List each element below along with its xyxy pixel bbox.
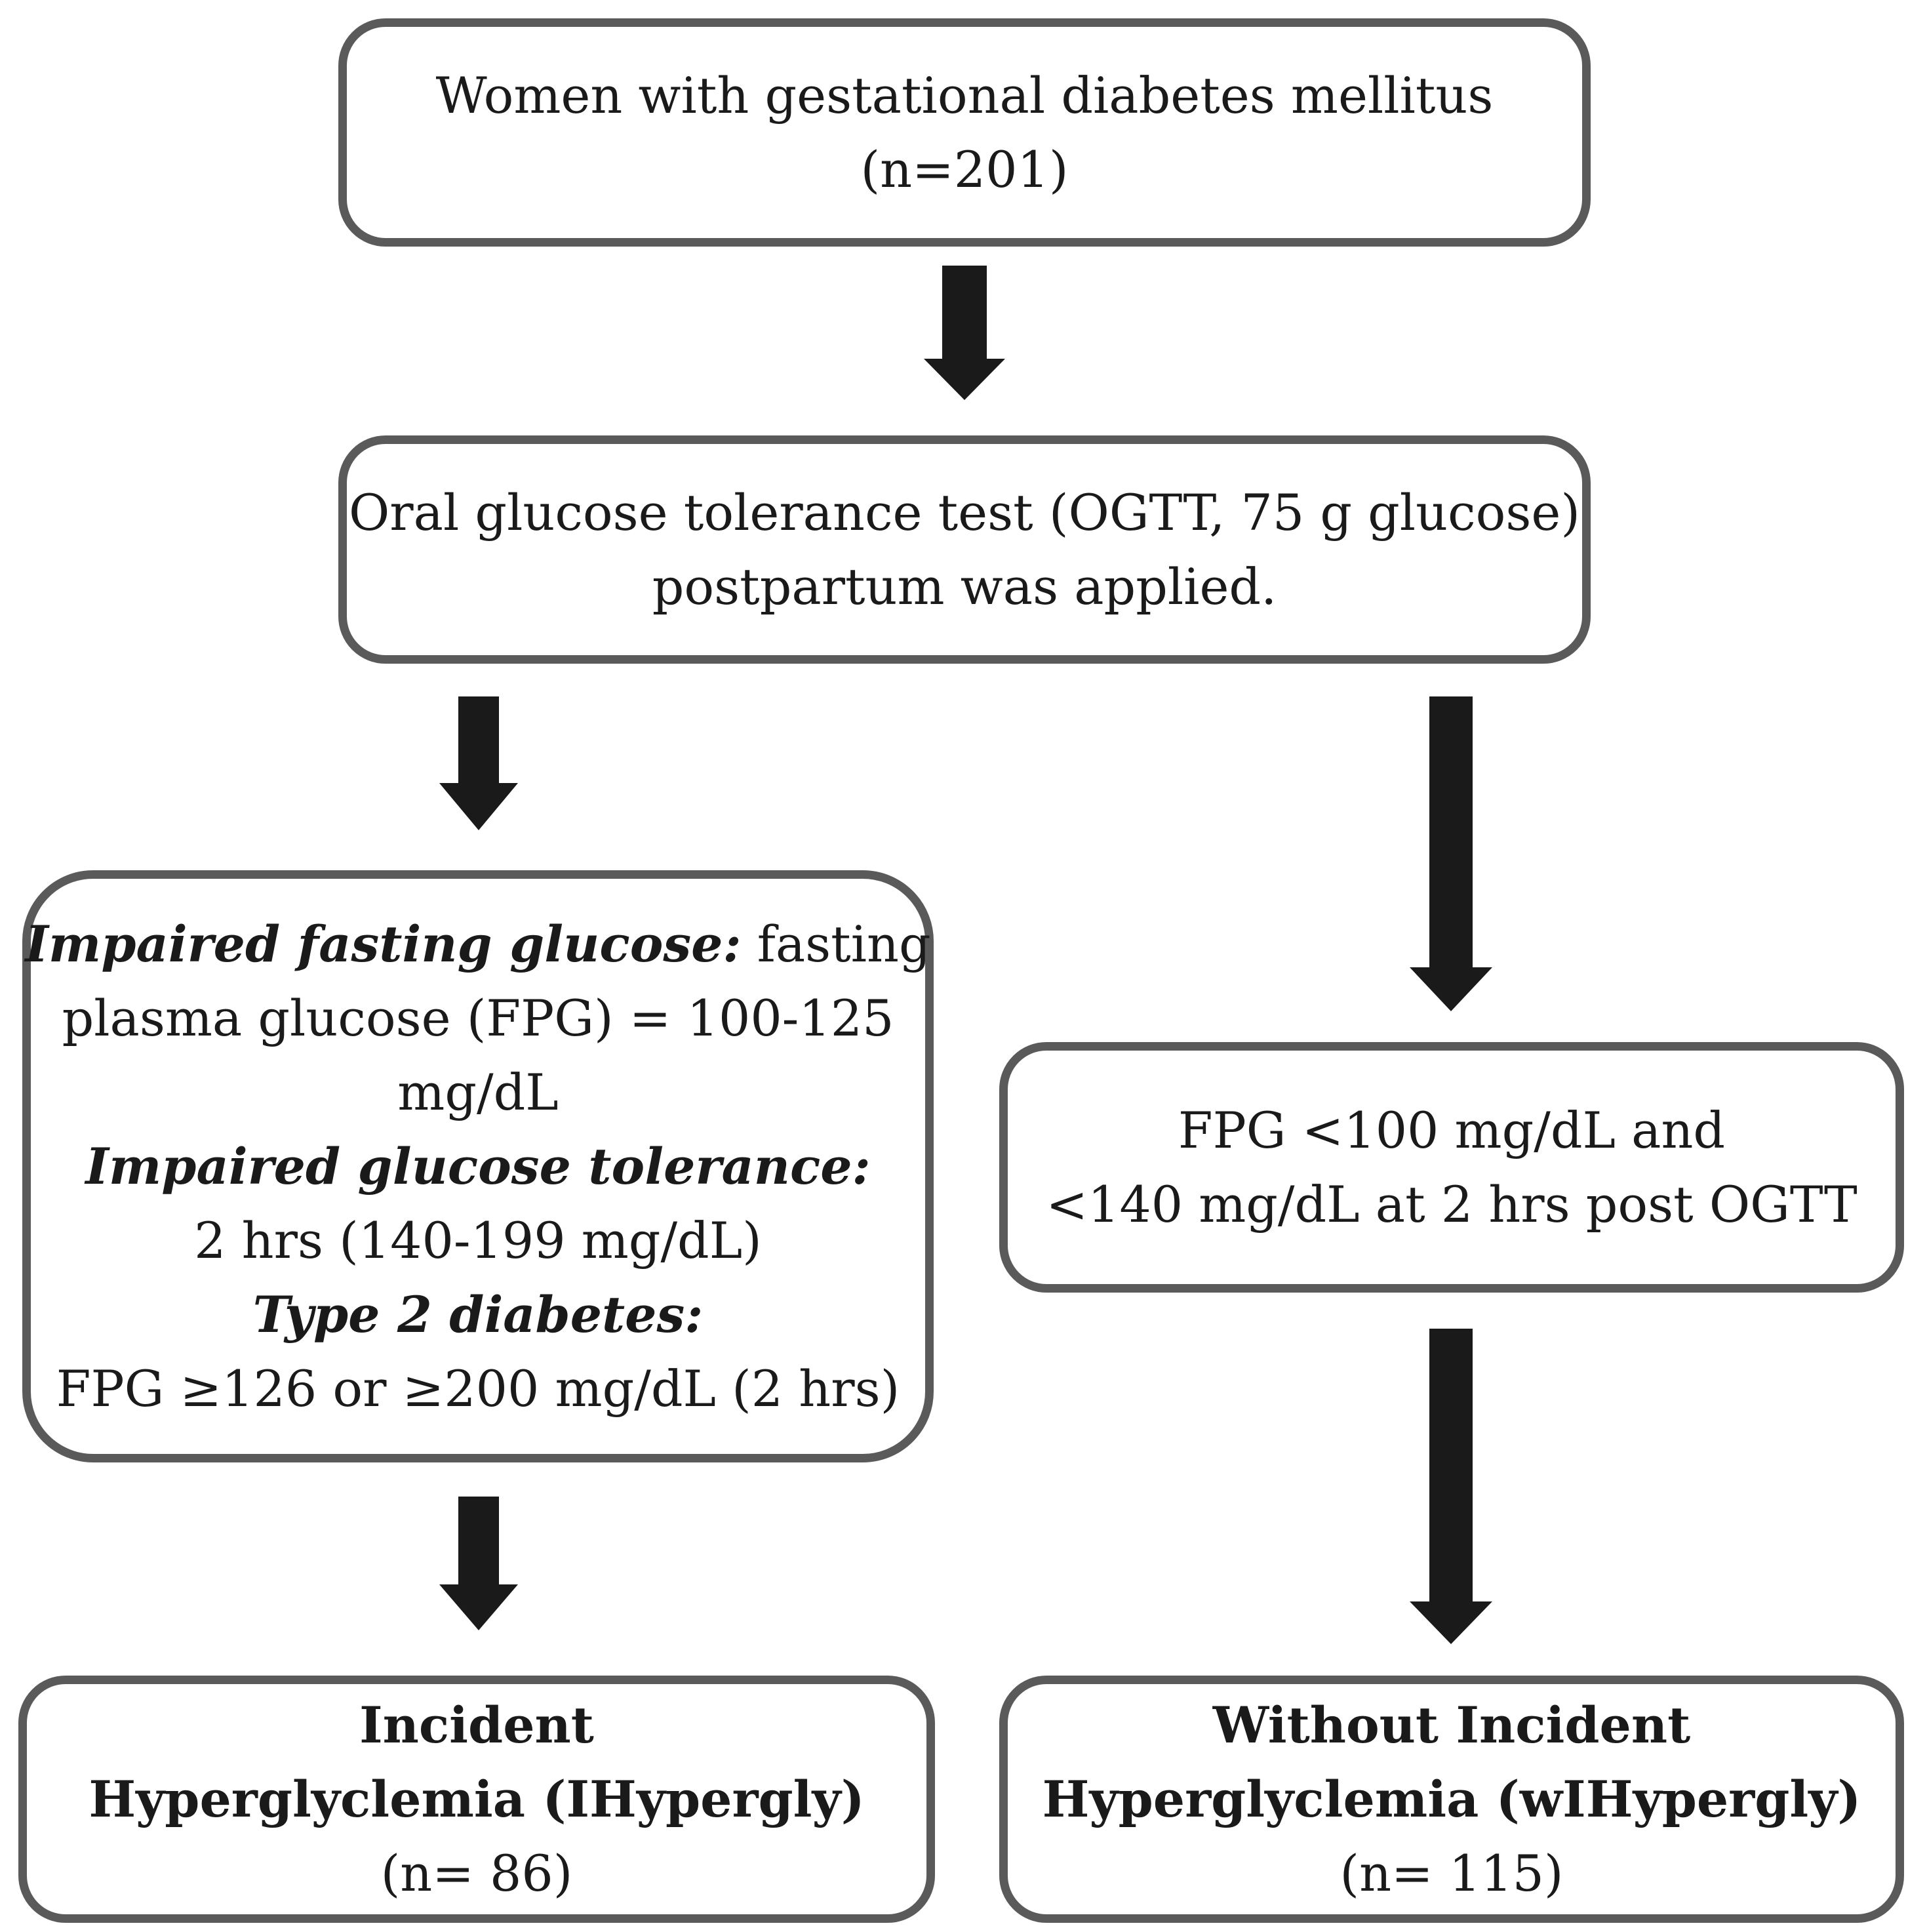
- gdm-title: Women with gestational diabetes mellitus: [435, 66, 1494, 125]
- without-count: (n= 115): [1340, 1844, 1564, 1902]
- ifg-text-2: plasma glucose (FPG) = 100-125: [62, 989, 894, 1047]
- incident-line-1: Incident: [359, 1696, 594, 1754]
- arrow-ogtt-to-normal: [1410, 696, 1492, 1011]
- igt-label: Impaired glucose tolerance:: [85, 1137, 871, 1196]
- box-hyperglycemia-criteria: Impaired fasting glucose: fasting plasma…: [22, 870, 934, 1462]
- arrow-criteria-to-incident: [439, 1497, 518, 1630]
- incident-line-2: Hyperglyclemia (IHypergly): [89, 1770, 865, 1828]
- incident-count: (n= 86): [380, 1844, 573, 1902]
- ogtt-line-2: postpartum was applied.: [652, 557, 1277, 616]
- ifg-line: Impaired fasting glucose: fasting: [25, 907, 930, 981]
- gdm-count: (n=201): [860, 140, 1069, 199]
- box-normal-glucose: FPG <100 mg/dL and <140 mg/dL at 2 hrs p…: [999, 1042, 1904, 1293]
- ogtt-line-1: Oral glucose tolerance test (OGTT, 75 g …: [349, 483, 1580, 542]
- normal-line-1: FPG <100 mg/dL and: [1178, 1101, 1726, 1159]
- without-line-1: Without Incident: [1212, 1696, 1691, 1754]
- ifg-text-1: fasting: [741, 915, 931, 973]
- ifg-text-3: mg/dL: [397, 1063, 559, 1121]
- arrow-gdm-to-ogtt: [924, 266, 1005, 400]
- box-without-incident-hyperglycemia: Without Incident Hyperglyclemia (wIHyper…: [999, 1676, 1904, 1923]
- igt-text: 2 hrs (140-199 mg/dL): [194, 1211, 762, 1270]
- t2d-text: FPG ≥126 or ≥200 mg/dL (2 hrs): [56, 1359, 900, 1418]
- without-line-2: Hyperglyclemia (wIHypergly): [1042, 1770, 1861, 1828]
- arrow-normal-to-without: [1410, 1329, 1492, 1644]
- arrow-ogtt-to-criteria: [439, 696, 518, 830]
- normal-line-2: <140 mg/dL at 2 hrs post OGTT: [1046, 1175, 1857, 1234]
- box-ogtt: Oral glucose tolerance test (OGTT, 75 g …: [338, 435, 1591, 664]
- box-incident-hyperglycemia: Incident Hyperglyclemia (IHypergly) (n= …: [18, 1676, 935, 1923]
- box-gdm-cohort: Women with gestational diabetes mellitus…: [338, 18, 1591, 247]
- t2d-label: Type 2 diabetes:: [252, 1285, 704, 1344]
- ifg-label: Impaired fasting glucose:: [25, 915, 742, 973]
